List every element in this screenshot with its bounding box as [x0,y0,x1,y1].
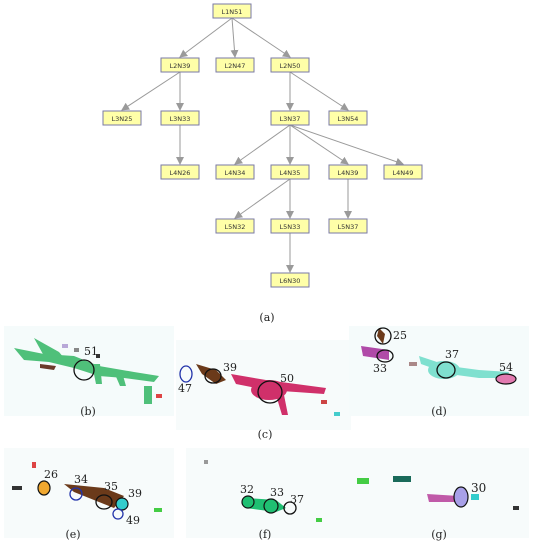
tree-node-l4n26: L4N26 [160,164,200,180]
tree-node-l1n51: L1N51 [212,3,252,19]
caption-c: (c) [257,428,273,441]
tree-node-box [102,110,142,126]
tree-node-box [160,57,200,73]
cluster-label: 37 [290,493,304,506]
tree-node-l3n37: L3N37 [270,110,310,126]
tree-edge [230,17,239,58]
tree-node-label: L4N39 [338,169,359,177]
tree-node-box [328,110,368,126]
panel-e: 26 34 35 39 49 [4,448,174,538]
tree-node-label: L2N50 [280,62,301,70]
panel-g: 30 [349,448,529,538]
tree-node-label: L4N49 [393,169,414,177]
tree-edge [289,71,349,111]
tree-node-label: L2N39 [170,62,191,70]
tree-node-l3n33: L3N33 [160,110,200,126]
panel-b: 51 [4,326,174,416]
tree-node-l2n39: L2N39 [160,57,200,73]
cluster-label: 30 [471,481,486,495]
cluster-label: 33 [270,486,284,499]
caption-f: (f) [258,528,272,541]
tree-node-box [383,164,423,180]
caption-b: (b) [80,405,96,418]
tree-node-label: L1N51 [222,8,243,16]
tree-edge [234,178,291,219]
tree-node-box [212,3,252,19]
tree-node-l3n54: L3N54 [328,110,368,126]
tree-node-label: L4N34 [225,169,246,177]
tree-node-box [270,164,310,180]
tree-node-box [160,110,200,126]
tree-node-label: L3N33 [170,115,191,123]
tree-node-label: L2N47 [225,62,246,70]
cluster-label: 39 [223,361,237,374]
cluster-label: 54 [499,361,513,374]
tree-node-box [270,272,310,288]
tree-node-box [215,218,255,234]
tree-node-box [215,164,255,180]
cluster-label: 35 [104,480,118,493]
tree-node-label: L5N32 [225,223,246,231]
tree-node-box [328,164,368,180]
tree-node-l6n30: L6N30 [270,272,310,288]
cluster-label: 39 [128,487,142,500]
tree-node-label: L4N35 [280,169,301,177]
tree-edge [121,71,181,111]
tree-node-label: L4N26 [170,169,191,177]
tree-node-l3n25: L3N25 [102,110,142,126]
cluster-label: 50 [280,372,294,385]
cluster-label: 49 [126,514,140,527]
tree-node-l4n35: L4N35 [270,164,310,180]
tree-node-box [270,57,310,73]
cluster-label: 37 [445,348,459,361]
cluster-circle [73,359,95,381]
tree-edge [231,17,291,58]
cluster-label: 26 [44,468,58,481]
cluster-label: 25 [393,329,407,342]
tree-node-l4n39: L4N39 [328,164,368,180]
cluster-label: 33 [373,362,387,375]
tree-node-label: L3N37 [280,115,301,123]
caption-d: (d) [431,405,447,418]
panel-f: 32 33 37 [186,448,366,538]
tree-node-l5n32: L5N32 [215,218,255,234]
tree-edge [234,124,291,165]
tree-node-box [270,110,310,126]
caption-a: (a) [259,311,275,324]
caption-g: (g) [431,528,447,541]
tree-node-box [215,57,255,73]
caption-e: (e) [65,528,81,541]
cluster-label: 34 [74,473,88,486]
tree-edge [289,124,349,165]
tree-node-l4n49: L4N49 [383,164,423,180]
tree-node-l2n47: L2N47 [215,57,255,73]
tree-node-l5n33: L5N33 [270,218,310,234]
tree-edge [289,124,404,166]
panel-c: 39 47 50 [176,340,351,430]
cluster-label: 32 [240,483,254,496]
tree-node-box [328,218,368,234]
tree-node-label: L6N30 [280,277,301,285]
tree-node-label: L5N37 [338,223,359,231]
tree-node-label: L3N54 [338,115,359,123]
tree-node-l2n50: L2N50 [270,57,310,73]
panel-d: 25 33 37 54 [349,326,529,416]
tree-node-box [160,164,200,180]
cluster-label: 47 [178,382,192,395]
tree-node-label: L5N33 [280,223,301,231]
tree-node-l4n34: L4N34 [215,164,255,180]
tree-node-box [270,218,310,234]
tree-node-label: L3N25 [112,115,133,123]
tree-edge [179,17,233,58]
cluster-label: 51 [84,345,98,358]
tree-node-l5n37: L5N37 [328,218,368,234]
